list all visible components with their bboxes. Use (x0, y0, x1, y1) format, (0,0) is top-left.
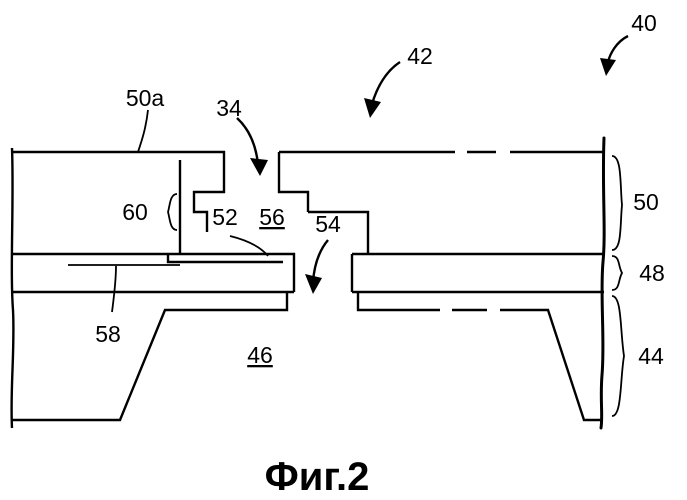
arrow-42-head (364, 98, 381, 118)
leader-50a (138, 110, 148, 152)
brace-50 (612, 156, 622, 250)
substrate-44-right-top-solid (358, 292, 440, 310)
arrow-34-shaft (237, 118, 258, 164)
label-46: 46 (247, 342, 273, 368)
arrow-42-shaft (372, 62, 400, 104)
label-50: 50 (633, 189, 659, 215)
label-40: 40 (631, 10, 657, 36)
left-break-line (12, 148, 14, 428)
right-break-line (601, 138, 604, 428)
label-58: 58 (95, 321, 121, 347)
leader-58 (112, 266, 116, 312)
label-44: 44 (638, 343, 664, 369)
arrow-40-head (600, 58, 616, 76)
substrate-44-left (12, 292, 287, 420)
arrow-54-shaft (313, 240, 328, 282)
label-56: 56 (259, 204, 285, 230)
label-54: 54 (315, 211, 341, 237)
layer-50-right-block (279, 152, 308, 212)
brace-48 (612, 256, 622, 290)
arrow-40-shaft (608, 36, 628, 62)
label-48: 48 (639, 260, 665, 286)
arrow-54-head (305, 274, 322, 294)
brace-44 (612, 296, 624, 416)
layer-50-left-block (12, 152, 224, 232)
substrate-44-right-top-end (500, 310, 601, 420)
label-42: 42 (407, 43, 433, 69)
brace-60 (168, 194, 177, 230)
label-50a: 50a (126, 85, 165, 111)
arrow-34-head (250, 158, 268, 176)
figure-caption: Фиг.2 (265, 455, 370, 499)
label-34: 34 (216, 95, 242, 121)
label-52: 52 (212, 204, 238, 230)
layer-48-left-top (12, 254, 294, 292)
label-60: 60 (122, 199, 148, 225)
